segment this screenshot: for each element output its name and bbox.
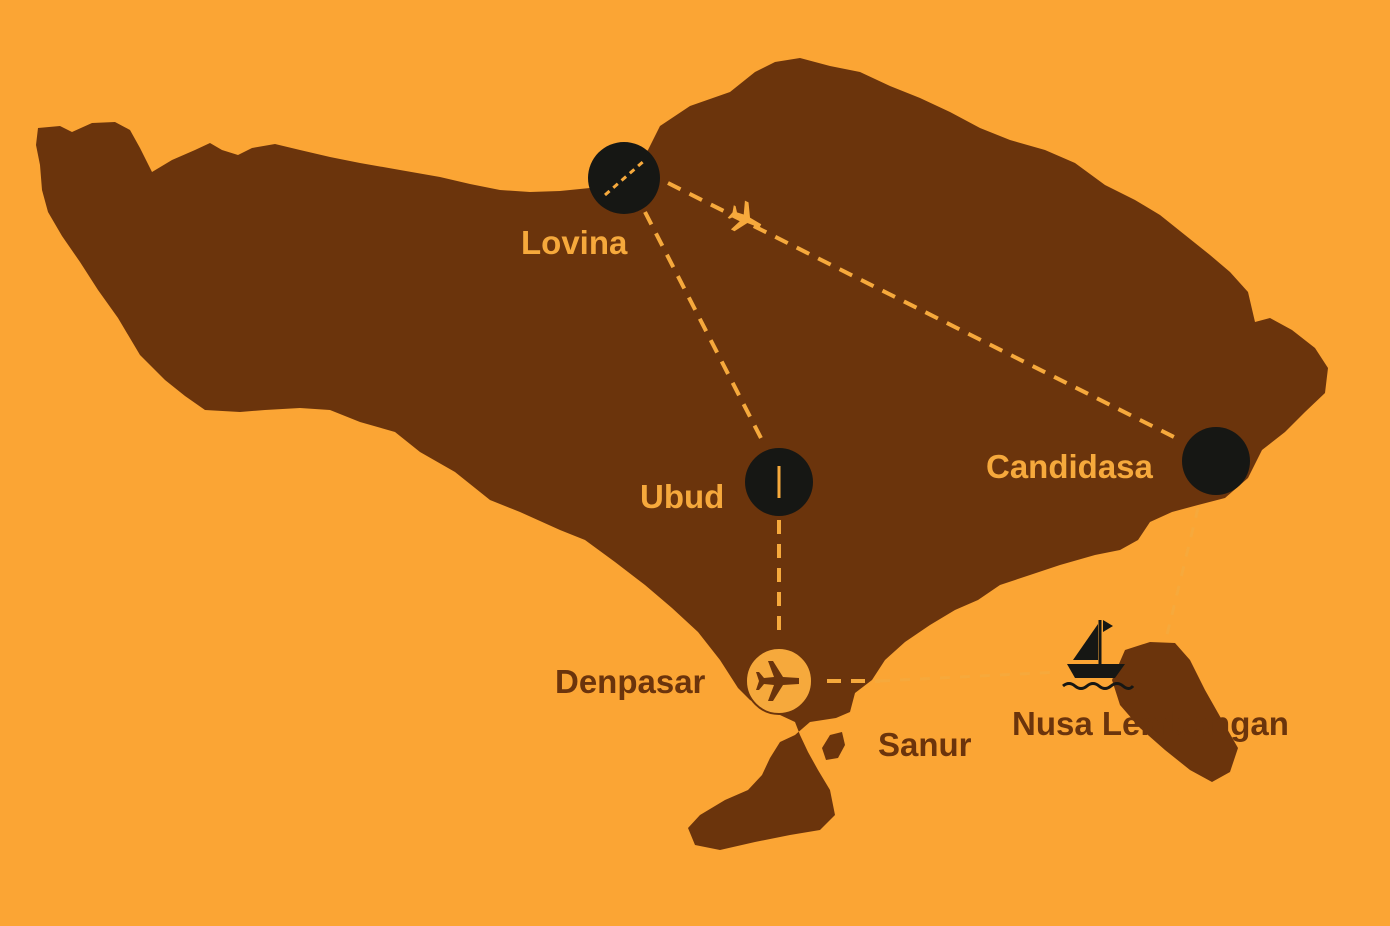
marker-lovina[interactable]	[588, 142, 660, 214]
sailboat-icon	[1062, 620, 1135, 690]
marker-ubud[interactable]	[745, 448, 813, 516]
marker-denpasar[interactable]	[745, 647, 813, 715]
route-lovina-ubud	[643, 211, 765, 443]
label-candidasa: Candidasa	[986, 448, 1154, 485]
label-denpasar: Denpasar	[555, 663, 706, 700]
label-ubud: Ubud	[640, 478, 724, 515]
bali-island	[36, 58, 1328, 850]
route-candidasa-nusa	[1163, 507, 1200, 644]
routes	[643, 181, 1200, 683]
nusa-island	[1112, 642, 1238, 782]
label-sanur: Sanur	[878, 726, 972, 763]
plane-icon	[727, 200, 762, 232]
airplane-icon	[756, 661, 799, 701]
label-lovina: Lovina	[521, 224, 628, 261]
marker-candidasa[interactable]	[1182, 427, 1250, 495]
label-nusa-lembongan: Nusa Lembongan	[1012, 705, 1289, 742]
serangan-islet	[822, 732, 845, 760]
